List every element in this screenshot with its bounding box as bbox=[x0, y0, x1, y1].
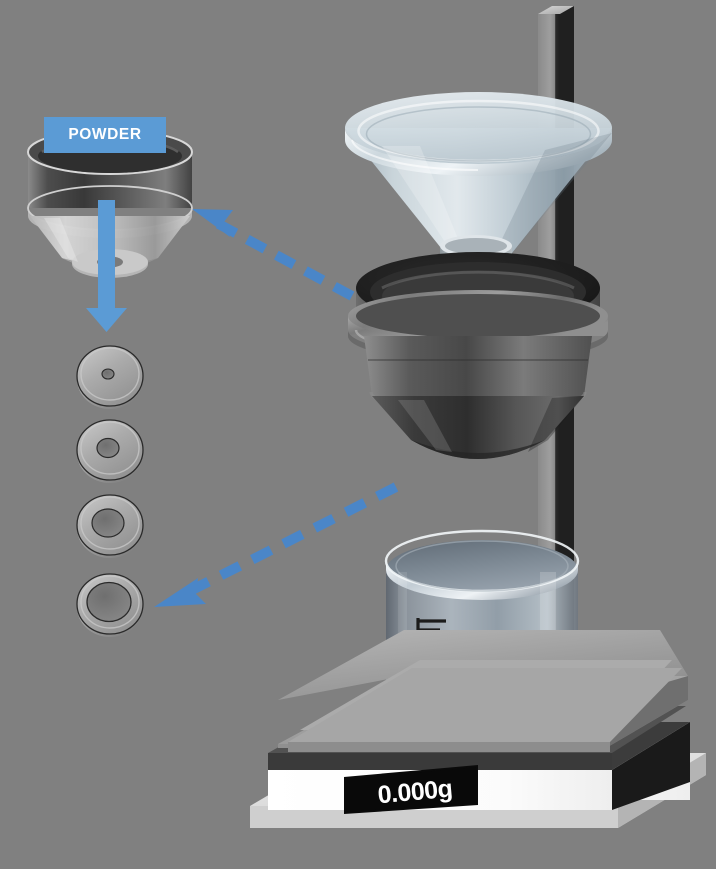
orifice-disc-2 bbox=[76, 419, 144, 483]
orifice-disc-1 bbox=[76, 345, 144, 409]
analytical-balance bbox=[250, 630, 706, 828]
glass-funnel bbox=[345, 92, 612, 268]
orifice-disc-4 bbox=[76, 573, 144, 637]
die-assembly bbox=[348, 252, 608, 459]
arrow-powder-flow bbox=[86, 200, 127, 332]
arrow-die-to-orifice-disc bbox=[154, 482, 399, 607]
powder-label-badge: POWDER bbox=[44, 117, 166, 153]
arrow-die-to-callout bbox=[192, 209, 355, 301]
powder-label-text: POWDER bbox=[68, 126, 142, 143]
orifice-disc-3 bbox=[76, 494, 144, 558]
